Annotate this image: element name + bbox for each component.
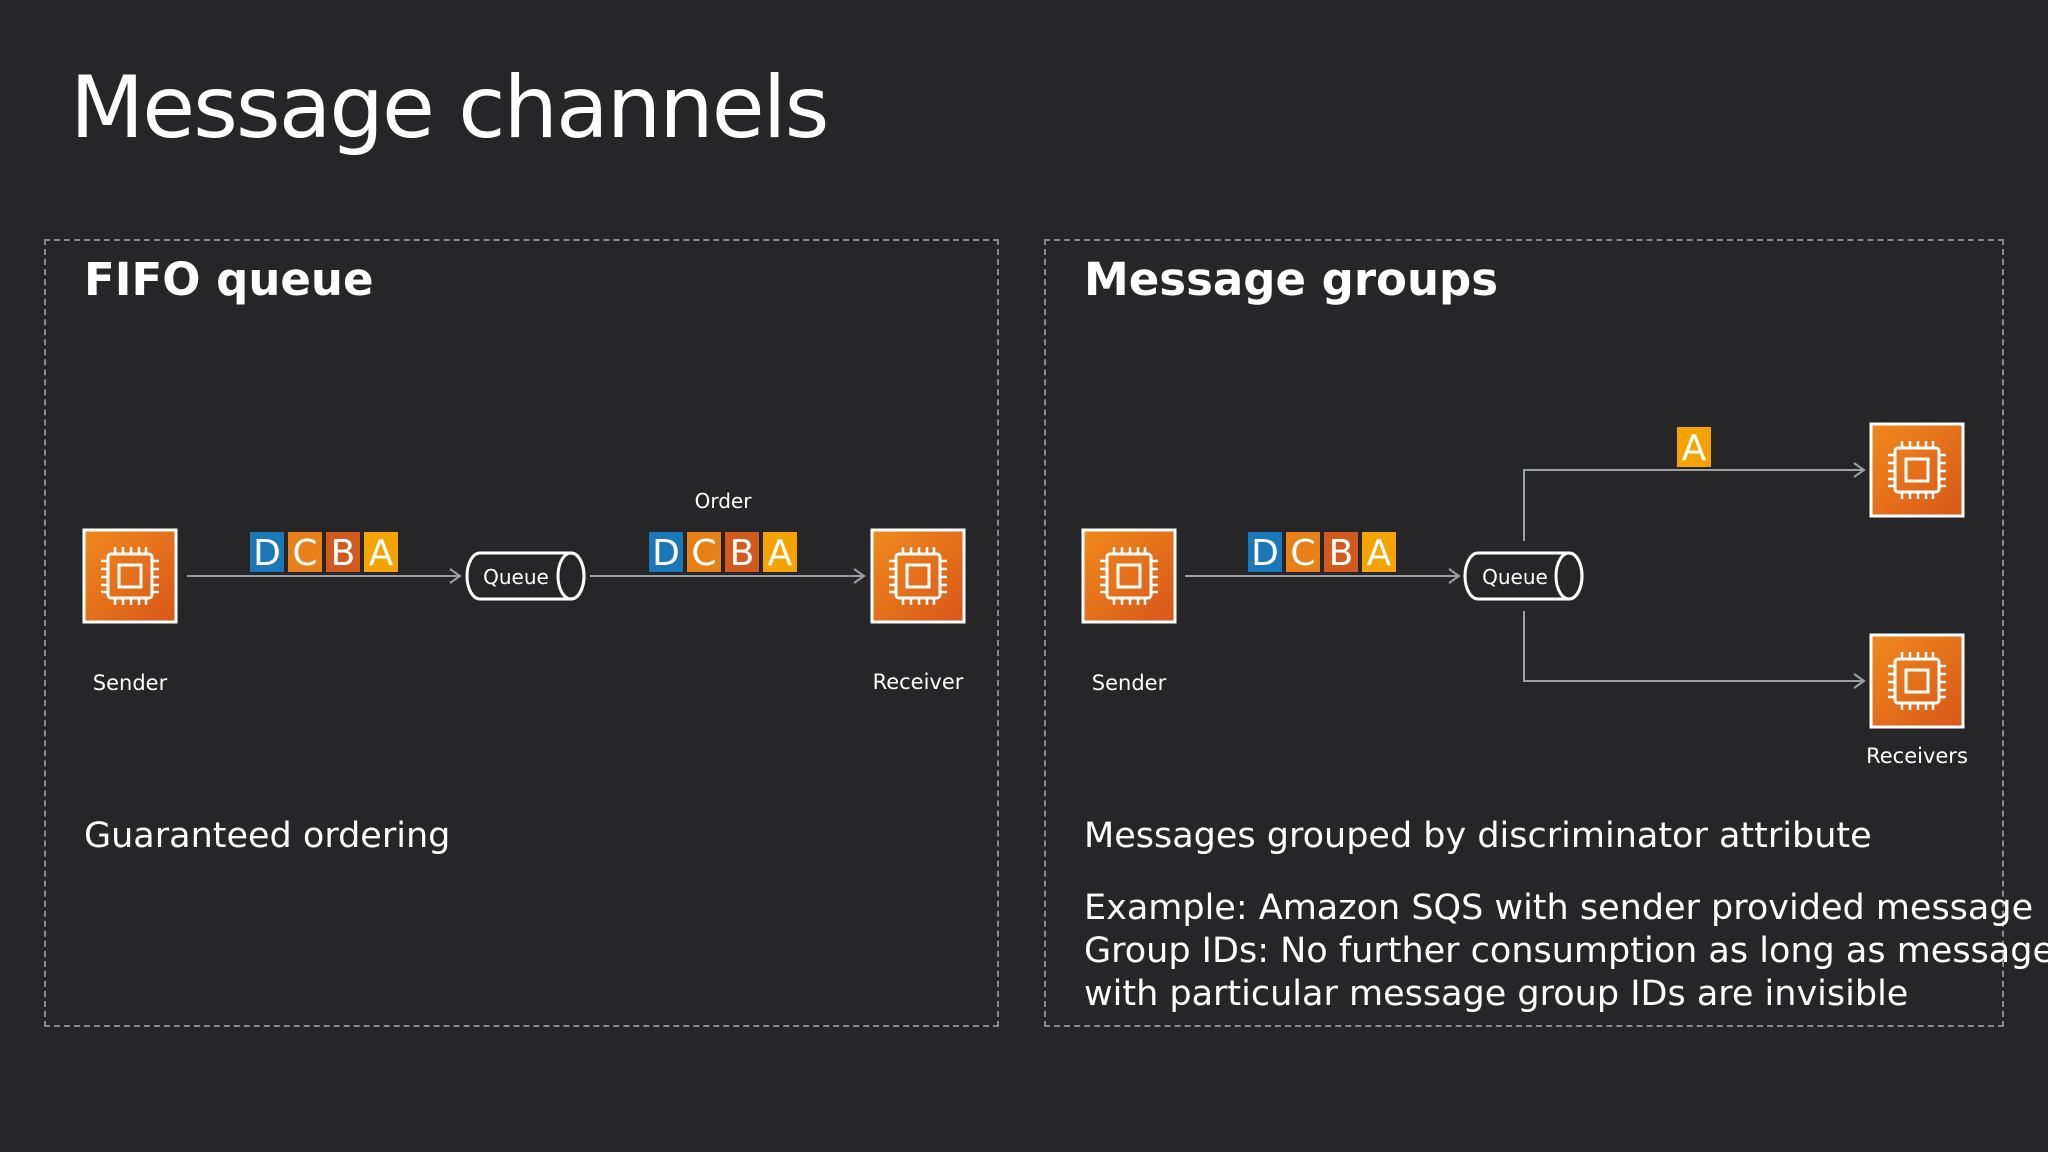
arrowhead xyxy=(1853,462,1866,478)
message-a xyxy=(763,532,797,572)
groups-example: Example: Amazon SQS with sender provided… xyxy=(1084,887,2048,1016)
receiver-box xyxy=(1869,422,1965,518)
message-d xyxy=(1248,532,1282,572)
sender-label: Sender xyxy=(1092,671,1167,695)
message-letter: B xyxy=(730,533,755,574)
groups-receiver-top-node xyxy=(1869,422,1965,518)
fifo-messages-in: D C B A xyxy=(250,532,398,574)
groups-caption: Messages grouped by discriminator attrib… xyxy=(1084,816,1872,856)
message-b xyxy=(725,532,759,572)
message-d xyxy=(649,532,683,572)
example-line: with particular message group IDs are in… xyxy=(1084,974,1909,1014)
message-c xyxy=(288,532,322,572)
message-a xyxy=(1677,427,1711,467)
message-letter: B xyxy=(331,533,356,574)
receiver-box xyxy=(1869,633,1965,729)
sender-label: Sender xyxy=(93,671,168,695)
message-c xyxy=(1286,532,1320,572)
message-b xyxy=(326,532,360,572)
example-line: Group IDs: No further consumption as lon… xyxy=(1084,931,2048,971)
message-letter: A xyxy=(369,533,394,574)
message-groups-heading: Message groups xyxy=(1084,253,1498,306)
groups-queue-node: Queue xyxy=(1463,551,1584,601)
queue-cylinder-end xyxy=(556,551,586,601)
example-line: Example: Amazon SQS with sender provided… xyxy=(1084,888,2034,928)
fifo-queue-panel: FIFO queue Guaranteed ordering xyxy=(44,239,999,1027)
message-a xyxy=(1362,532,1396,572)
message-letter: A xyxy=(768,533,793,574)
fifo-receiver-node: Receiver xyxy=(870,528,966,694)
message-groups-panel: Message groups Messages grouped by discr… xyxy=(1044,239,2048,1027)
queue-to-receiver-top-arrow xyxy=(1523,469,1862,541)
fifo-caption: Guaranteed ordering xyxy=(84,816,451,856)
message-letter: C xyxy=(691,533,716,574)
message-letter: D xyxy=(253,533,281,574)
sender-box xyxy=(82,528,178,624)
message-a xyxy=(364,532,398,572)
groups-sender-node: Sender xyxy=(1081,528,1177,695)
arrowhead xyxy=(1853,673,1866,689)
receiver-box xyxy=(870,528,966,624)
fifo-queue-node: Queue xyxy=(465,551,586,601)
groups-receiver-bottom-node: Receivers xyxy=(1866,633,1968,768)
sender-box xyxy=(1081,528,1177,624)
message-letter: C xyxy=(1290,533,1315,574)
message-letter: D xyxy=(652,533,680,574)
arrowhead xyxy=(449,568,462,584)
routed-message: A xyxy=(1677,427,1711,469)
queue-to-receiver-bottom-arrow xyxy=(1523,611,1862,682)
message-letter: A xyxy=(1367,533,1392,574)
receiver-label: Receiver xyxy=(873,670,964,694)
page-title: Message channels xyxy=(70,58,829,158)
message-b xyxy=(1324,532,1358,572)
fifo-messages-out: D C B A xyxy=(649,532,797,574)
order-label: Order xyxy=(695,489,753,513)
message-letter: B xyxy=(1329,533,1354,574)
fifo-queue-heading: FIFO queue xyxy=(84,253,374,306)
message-letter: D xyxy=(1251,533,1279,574)
message-letter: C xyxy=(292,533,317,574)
message-d xyxy=(250,532,284,572)
receivers-label: Receivers xyxy=(1866,744,1968,768)
queue-label: Queue xyxy=(1482,565,1548,589)
queue-cylinder-end xyxy=(1554,551,1584,601)
arrowhead xyxy=(1448,568,1461,584)
message-c xyxy=(687,532,721,572)
queue-label: Queue xyxy=(483,565,549,589)
arrowhead xyxy=(853,568,866,584)
groups-messages-in: D C B A xyxy=(1248,532,1396,574)
fifo-sender-node: Sender xyxy=(82,528,178,695)
message-letter: A xyxy=(1682,428,1707,469)
